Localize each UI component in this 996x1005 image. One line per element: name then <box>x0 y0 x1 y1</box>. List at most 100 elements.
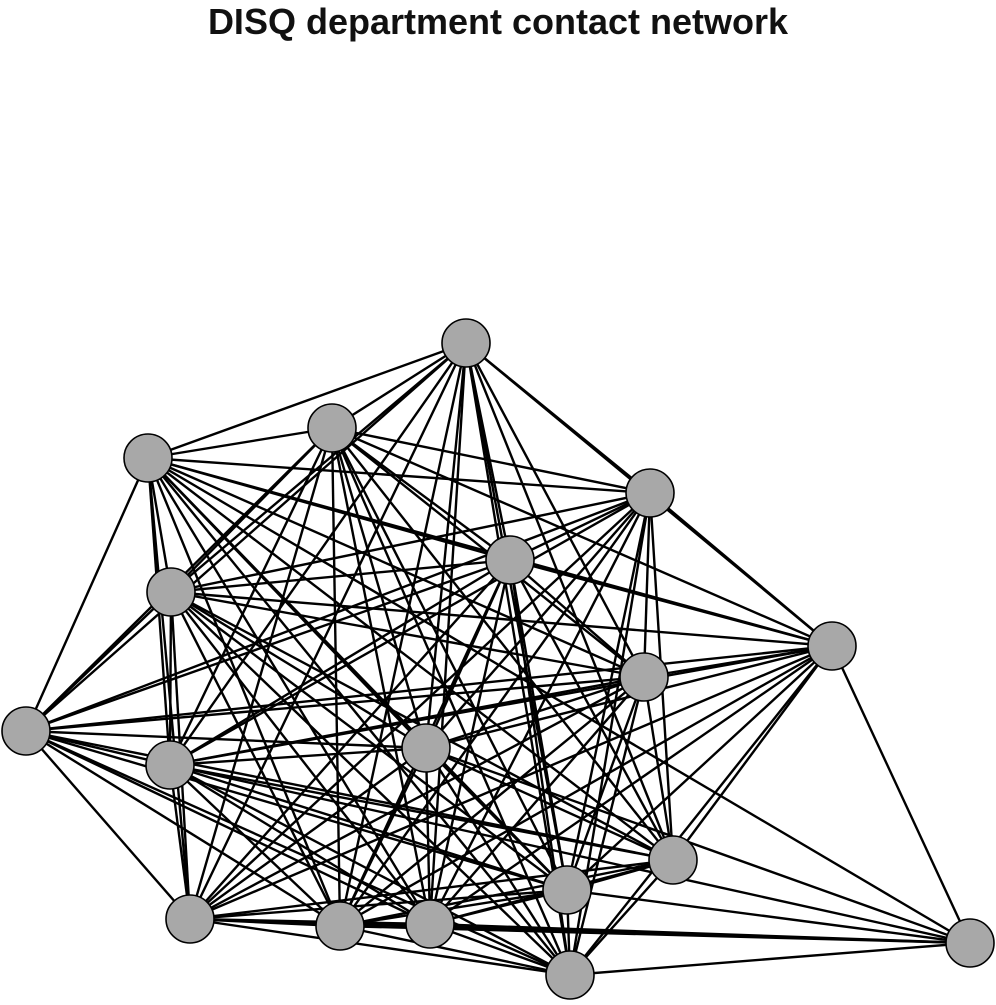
node-5 <box>485 535 535 585</box>
node-3 <box>123 433 173 483</box>
edge-4-10 <box>425 492 651 749</box>
edge-6-9 <box>25 591 172 732</box>
node-6 <box>146 567 196 617</box>
edge-1-6 <box>170 342 467 593</box>
edge-4-9 <box>25 491 651 733</box>
edge-3-12 <box>147 457 674 861</box>
edge-1-3 <box>147 341 467 460</box>
edge-7-15 <box>339 644 833 928</box>
edge-6-17 <box>170 591 571 976</box>
edge-1-16 <box>428 342 468 925</box>
edge-8-12 <box>642 676 675 861</box>
edge-2-3 <box>147 426 333 460</box>
edge-5-9 <box>25 558 511 733</box>
edge-10-11 <box>169 746 427 767</box>
edge-2-16 <box>330 427 432 925</box>
edge-11-14 <box>168 764 192 920</box>
edge-11-12 <box>169 763 674 862</box>
edge-3-14 <box>146 457 192 920</box>
edge-7-12 <box>672 645 833 861</box>
edge-9-14 <box>25 730 191 920</box>
edge-8-15 <box>339 676 645 927</box>
diagram-title: DISQ department contact network <box>207 1 789 42</box>
edge-1-14 <box>188 342 468 920</box>
edge-6-8 <box>170 590 645 679</box>
edge-4-15 <box>339 492 651 927</box>
edge-1-17 <box>464 342 572 976</box>
edge-1-10 <box>424 342 468 749</box>
edge-2-10 <box>330 427 428 749</box>
edge-7-17 <box>569 645 833 976</box>
node-4 <box>625 468 675 518</box>
edge-1-2 <box>331 341 467 430</box>
edge-3-4 <box>147 456 651 495</box>
edge-4-16 <box>428 492 652 925</box>
edge-2-13 <box>330 427 569 891</box>
edge-11-18 <box>169 763 971 945</box>
edge-1-8 <box>464 342 646 678</box>
edge-1-11 <box>169 342 467 766</box>
edge-3-18 <box>147 456 971 945</box>
edge-1-9 <box>25 342 467 732</box>
edge-12-15 <box>339 858 674 928</box>
edge-5-8 <box>509 559 645 678</box>
node-2 <box>307 403 357 453</box>
node-11 <box>145 740 195 790</box>
edge-10-16 <box>424 747 432 925</box>
edge-6-10 <box>170 590 427 750</box>
edge-13-15 <box>339 888 568 928</box>
edge-13-18 <box>566 888 971 945</box>
edge-5-6 <box>170 558 511 594</box>
edge-12-14 <box>189 858 674 921</box>
node-13 <box>542 865 592 915</box>
node-8 <box>619 652 669 702</box>
edge-7-16 <box>429 645 833 925</box>
node-12 <box>648 835 698 885</box>
edge-16-18 <box>429 922 971 945</box>
node-14 <box>165 894 215 944</box>
edge-4-14 <box>189 492 651 920</box>
edge-7-13 <box>566 645 833 891</box>
edge-10-17 <box>424 747 572 976</box>
edge-15-17 <box>339 924 571 977</box>
edge-9-13 <box>25 729 568 892</box>
edge-6-16 <box>170 591 431 925</box>
edge-6-7 <box>170 590 833 648</box>
node-1 <box>441 318 491 368</box>
edge-9-16 <box>25 729 431 926</box>
edge-2-4 <box>331 426 651 495</box>
edge-11-17 <box>169 763 571 977</box>
node-layer <box>1 318 995 1000</box>
edge-2-14 <box>188 427 334 920</box>
edge-5-7 <box>509 558 833 648</box>
edge-4-7 <box>649 492 833 647</box>
edge-8-17 <box>568 676 646 976</box>
edge-2-11 <box>168 427 334 766</box>
edge-17-18 <box>569 941 971 977</box>
edge-12-17 <box>569 859 674 976</box>
edge-10-12 <box>425 746 674 862</box>
node-15 <box>315 901 365 951</box>
edge-13-14 <box>189 888 568 921</box>
node-10 <box>401 723 451 773</box>
edge-8-16 <box>429 676 645 925</box>
edge-7-9 <box>25 644 833 733</box>
edge-4-8 <box>642 492 652 678</box>
edge-16-17 <box>429 922 571 977</box>
edge-1-12 <box>464 342 675 861</box>
edge-10-14 <box>189 747 427 920</box>
edge-11-13 <box>169 763 568 892</box>
edge-9-10 <box>25 729 427 750</box>
edge-7-18 <box>830 645 972 944</box>
edge-8-11 <box>169 675 645 767</box>
node-18 <box>945 918 995 968</box>
edge-layer <box>24 341 972 977</box>
edge-4-13 <box>565 492 652 891</box>
edge-5-11 <box>169 558 511 767</box>
node-16 <box>405 899 455 949</box>
edge-11-15 <box>169 764 341 927</box>
edge-8-13 <box>565 676 646 891</box>
edge-5-16 <box>428 559 512 925</box>
edge-4-11 <box>169 491 651 767</box>
